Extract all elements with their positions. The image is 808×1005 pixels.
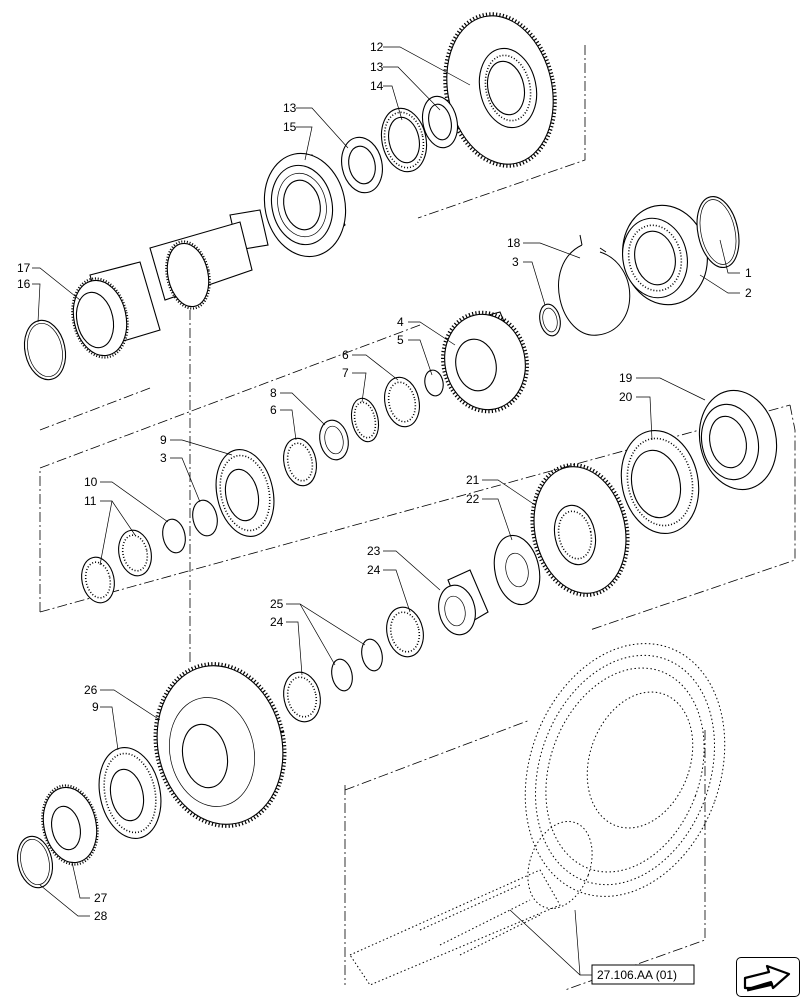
boundary-upper-shaft	[39, 45, 586, 431]
crown-wheel-and-pinion-phantom	[349, 643, 726, 986]
part-15-ball-bearing	[263, 152, 347, 258]
part-4-cluster-gear	[441, 310, 529, 414]
part-5-ring	[424, 369, 444, 397]
part-6-bushing-left	[283, 437, 317, 487]
part-24-needle-bearing-lower	[283, 671, 321, 723]
callout-14: 14	[370, 79, 384, 93]
callout-19: 19	[619, 371, 633, 385]
callout-5: 5	[397, 333, 404, 347]
callout-2: 2	[745, 286, 752, 300]
boundary-pinion-group	[344, 719, 706, 991]
callout-27: 27	[94, 891, 108, 905]
callout-8: 8	[270, 386, 277, 400]
callout-28: 28	[94, 909, 108, 923]
reference-label[interactable]: 27.106.AA (01)	[597, 968, 677, 982]
callout-18: 18	[507, 236, 521, 250]
part-9-synchronizer-upper	[215, 449, 275, 537]
part-20-bearing	[620, 429, 700, 535]
part-13-washer-upper	[421, 95, 459, 149]
part-13-washer-lower	[341, 136, 383, 194]
callout-22: 22	[466, 492, 480, 506]
leader-lines	[32, 46, 740, 976]
callout-12: 12	[370, 40, 384, 54]
callout-7: 7	[342, 366, 349, 380]
part-16-snap-ring	[23, 319, 67, 381]
part-1-circlip	[696, 195, 740, 269]
part-28-snap-ring	[16, 835, 54, 889]
part-12-large-gear	[443, 12, 557, 168]
part-24-needle-bearing-upper	[386, 606, 424, 658]
callout-11: 11	[84, 494, 97, 508]
part-6-bushing-right	[384, 376, 420, 428]
callout-17: 17	[17, 261, 31, 275]
callout-13-lower: 13	[283, 101, 297, 115]
next-page-button[interactable]	[736, 957, 800, 997]
callout-24-upper: 24	[367, 563, 381, 577]
part-23-nut	[438, 569, 489, 636]
callout-13-upper: 13	[370, 60, 384, 74]
callout-25: 25	[270, 597, 284, 611]
callout-24-lower: 24	[270, 615, 284, 629]
callout-26: 26	[84, 683, 98, 697]
callout-6-upper: 6	[342, 348, 349, 362]
callout-16: 16	[17, 277, 31, 291]
callout-20: 20	[619, 390, 633, 404]
part-26-large-gear	[153, 662, 287, 828]
callout-21: 21	[466, 473, 480, 487]
callout-23: 23	[367, 544, 381, 558]
reference-box[interactable]: 27.106.AA (01)	[591, 964, 695, 985]
callout-6-lower: 6	[270, 403, 277, 417]
callout-10: 10	[84, 475, 98, 489]
callout-9-upper: 9	[160, 433, 167, 447]
next-page-arrow-icon	[743, 964, 791, 992]
part-10-ring	[162, 518, 186, 554]
callout-labels: 12 13 14 13 15 17 16 18 3 1 2 4 5 6 7 8 …	[17, 40, 752, 923]
part-22-washer	[493, 534, 541, 606]
part-11-bushings	[81, 529, 152, 604]
part-3-ring-upper	[539, 303, 561, 337]
callout-1: 1	[745, 266, 752, 280]
part-27-hub	[41, 784, 99, 866]
part-25-rings	[331, 638, 383, 692]
part-14-needle-bearing	[380, 107, 428, 173]
part-2-bearing	[622, 204, 708, 306]
callout-3-middle: 3	[160, 451, 167, 465]
callout-4: 4	[397, 315, 404, 329]
callout-3-upper: 3	[512, 255, 519, 269]
part-7-needle-cage	[350, 397, 380, 443]
callout-15: 15	[283, 120, 297, 134]
part-3-ring-middle	[192, 499, 218, 537]
main-shaft	[71, 209, 269, 359]
part-19-bearing	[698, 389, 778, 491]
part-8-spacer	[319, 419, 349, 461]
callout-9-lower: 9	[92, 700, 99, 714]
part-18-wire-ring	[558, 234, 631, 336]
part-9-synchronizer-lower	[98, 747, 162, 839]
part-21-gear	[530, 463, 630, 597]
